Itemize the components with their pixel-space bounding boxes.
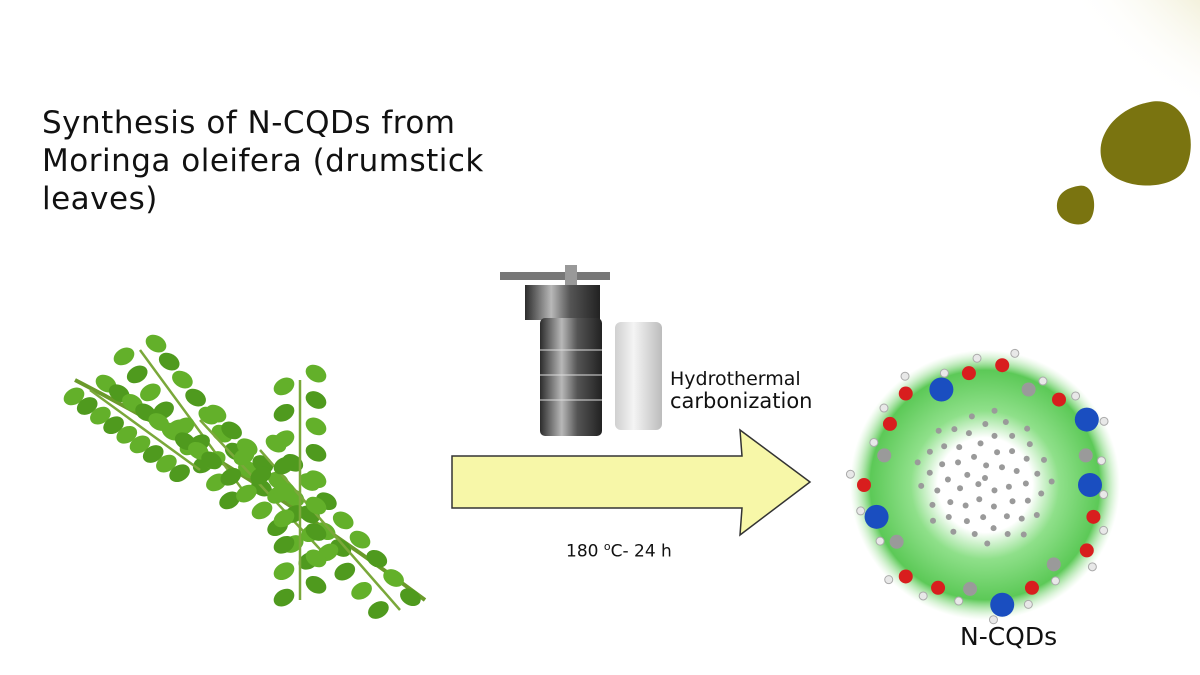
- autoclave-image: [500, 265, 662, 436]
- condition-rest: C- 24 h: [610, 541, 672, 562]
- process-line-1: Hydrothermal: [670, 368, 801, 390]
- reaction-conditions: 180 oC- 24 h: [566, 540, 672, 562]
- process-arrow: [451, 428, 812, 537]
- product-label: N-CQDs: [960, 622, 1058, 651]
- degree-symbol: o: [603, 540, 611, 553]
- moringa-leaves-image: [63, 334, 427, 619]
- n-cqd-illustration: [845, 348, 1120, 625]
- slide-title: Synthesis of N-CQDs from Moringa oleifer…: [42, 105, 484, 217]
- process-label: Hydrothermal carbonization: [670, 368, 813, 412]
- olive-blob-large: [1100, 101, 1191, 186]
- condition-temp: 180: [566, 541, 604, 562]
- process-line-2: carbonization: [670, 389, 813, 413]
- olive-blob-small: [1056, 185, 1095, 225]
